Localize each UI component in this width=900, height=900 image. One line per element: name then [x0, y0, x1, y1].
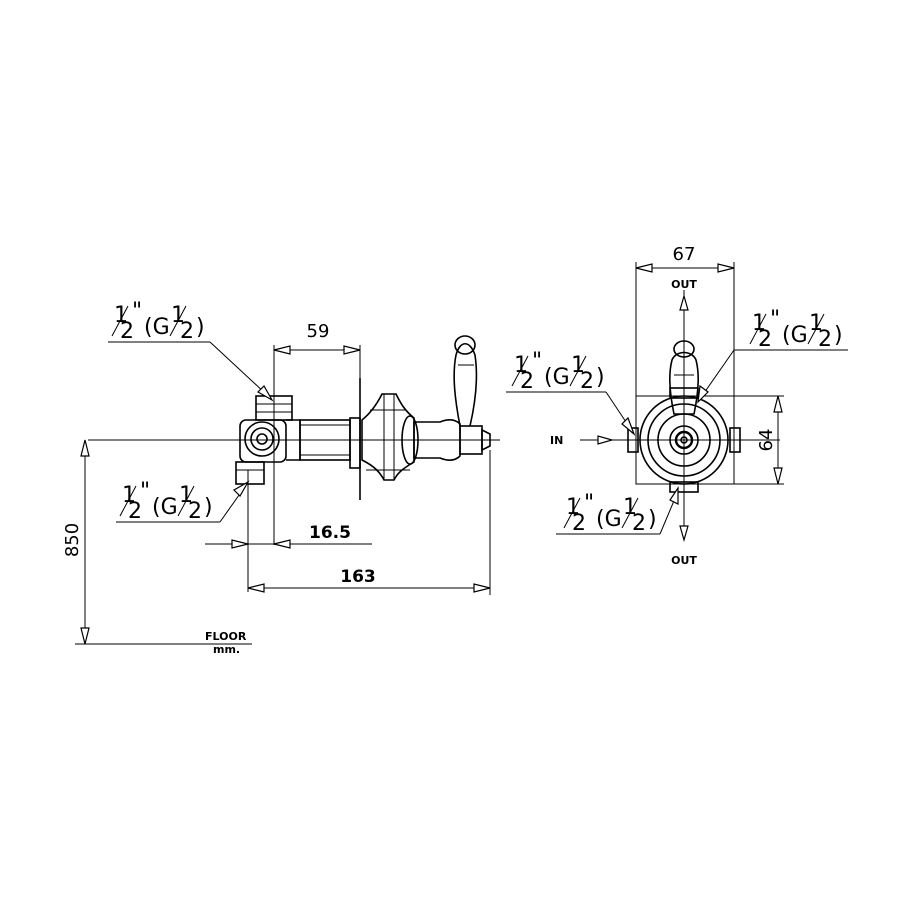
out-top-label: OUT — [671, 278, 697, 291]
svg-text:1: 1 — [179, 483, 193, 508]
svg-text:(G: (G — [782, 323, 808, 348]
dimension-16-5: 16.5 — [205, 470, 372, 592]
svg-text:": " — [770, 307, 780, 332]
svg-text:(G: (G — [544, 365, 570, 390]
dim-59-label: 59 — [307, 321, 330, 342]
svg-text:2: 2 — [818, 327, 832, 352]
svg-text:1: 1 — [114, 303, 128, 328]
svg-text:1: 1 — [566, 495, 580, 520]
svg-text:1: 1 — [752, 311, 766, 336]
side-view: 59 16.5 163 850 FLOOR mm. — [62, 299, 500, 656]
thread-label-top: 1 2 " (G 1 2 ) — [108, 299, 274, 402]
svg-text:(G: (G — [152, 495, 178, 520]
svg-text:2: 2 — [520, 369, 534, 394]
svg-text:": " — [132, 299, 142, 324]
dimension-163: 163 — [247, 450, 491, 595]
svg-text:1: 1 — [623, 495, 637, 520]
svg-text:): ) — [648, 507, 657, 532]
svg-text:": " — [140, 479, 150, 504]
svg-text:1: 1 — [122, 483, 136, 508]
thread-label-right: 1 2 " (G 1 2 ) — [697, 307, 848, 404]
out-bottom-arrow — [679, 525, 689, 543]
dim-163-label: 163 — [340, 567, 376, 587]
dim-64-label: 64 — [756, 429, 777, 452]
svg-text:2: 2 — [758, 327, 772, 352]
svg-text:2: 2 — [180, 319, 194, 344]
dim-850-label: 850 — [62, 523, 83, 557]
wall-line — [349, 417, 361, 469]
dimension-64: 64 — [700, 395, 784, 485]
dimension-850: 850 — [62, 439, 252, 645]
svg-text:(G: (G — [596, 507, 622, 532]
dim-67-label: 67 — [673, 244, 696, 265]
svg-text:2: 2 — [120, 319, 134, 344]
svg-text:): ) — [596, 365, 605, 390]
svg-text:1: 1 — [514, 353, 528, 378]
svg-text:2: 2 — [188, 499, 202, 524]
in-label: IN — [550, 434, 563, 447]
out-bottom-label: OUT — [671, 554, 697, 567]
svg-text:2: 2 — [580, 369, 594, 394]
front-view: 67 64 OUT OUT IN 1 2 " (G 1 — [506, 244, 848, 567]
thread-label-front-bottom: 1 2 " (G 1 2 ) — [556, 486, 679, 536]
in-arrow — [597, 435, 615, 445]
out-top-arrow — [679, 293, 689, 311]
svg-text:1: 1 — [171, 303, 185, 328]
svg-text:": " — [584, 491, 594, 516]
svg-text:1: 1 — [571, 353, 585, 378]
unit-label: mm. — [213, 643, 240, 656]
svg-text:2: 2 — [632, 511, 646, 536]
svg-text:": " — [532, 349, 542, 374]
svg-text:2: 2 — [128, 499, 142, 524]
svg-text:2: 2 — [572, 511, 586, 536]
svg-text:): ) — [204, 495, 213, 520]
lever-handle — [413, 335, 491, 461]
thread-label-left: 1 2 " (G 1 2 ) — [506, 349, 636, 436]
dimension-67: 67 — [635, 244, 735, 440]
escutcheon — [361, 393, 419, 481]
dimension-59: 59 — [273, 321, 361, 545]
thread-label-bottom: 1 2 " (G 1 2 ) — [116, 479, 250, 524]
svg-text:): ) — [196, 315, 205, 340]
svg-text:1: 1 — [809, 311, 823, 336]
svg-text:(G: (G — [144, 315, 170, 340]
svg-text:): ) — [834, 323, 843, 348]
floor-label: FLOOR — [205, 630, 247, 643]
dim-16-5-label: 16.5 — [309, 523, 351, 543]
